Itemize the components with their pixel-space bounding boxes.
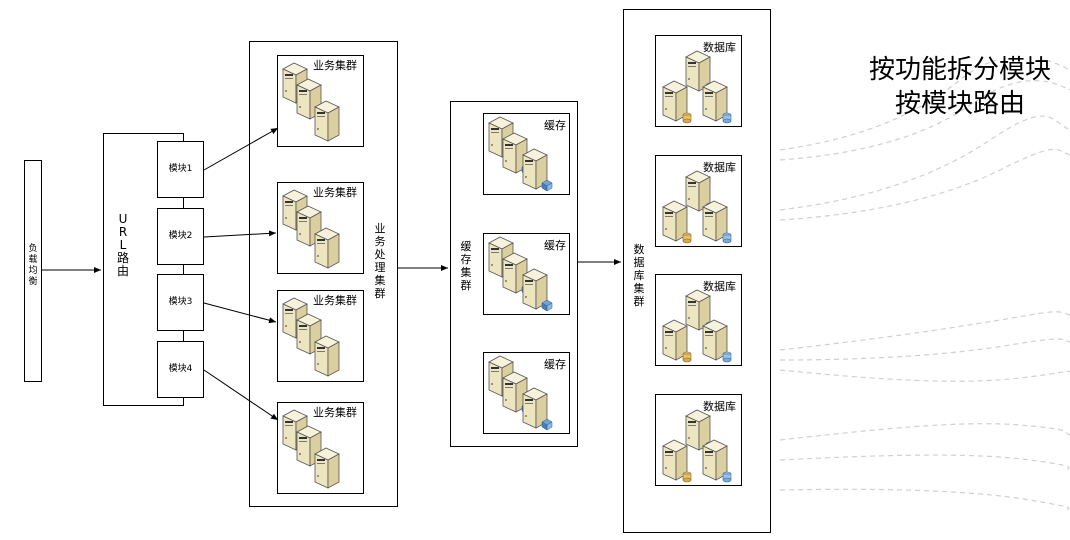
arrow-module1-to-cluster — [203, 127, 279, 171]
server-icon — [312, 446, 346, 496]
module-label-2: 模块2 — [168, 231, 193, 241]
module-box-2 — [157, 208, 204, 265]
load-balancer-label: 负 载 均 衡 — [28, 244, 38, 287]
server-icon — [312, 334, 346, 384]
arrow-module4-to-cluster — [203, 369, 279, 421]
business-cluster-item-label-1: 业务集群 — [313, 59, 357, 72]
decorative-wave-lines — [779, 60, 1070, 511]
server-icon — [520, 386, 554, 436]
database-server-icon — [700, 199, 734, 249]
database-server-icon — [700, 318, 734, 368]
module-label-1: 模块1 — [168, 164, 193, 174]
cache-item-label-3: 缓存 — [544, 358, 566, 371]
server-icon — [312, 99, 346, 149]
database-item-label-4: 数据库 — [703, 400, 736, 413]
load-balancer-box — [24, 160, 42, 382]
server-icon — [294, 312, 328, 362]
server-icon — [520, 267, 554, 317]
business-cluster-item-label-3: 业务集群 — [313, 294, 357, 307]
database-cluster-label: 数 据 库 集 群 — [633, 243, 645, 308]
module-box-1 — [157, 141, 204, 198]
database-item-label-2: 数据库 — [703, 161, 736, 174]
cache-cluster-label: 缓 存 集 群 — [460, 240, 472, 292]
server-icon — [294, 77, 328, 127]
database-server-icon — [700, 438, 734, 488]
module-label-3: 模块3 — [168, 297, 193, 307]
diagram-title-line-2: 按模块路由 — [894, 89, 1025, 119]
business-cluster-item-label-4: 业务集群 — [313, 406, 357, 419]
database-item-label-3: 数据库 — [703, 280, 736, 293]
cache-item-label-1: 缓存 — [544, 119, 566, 132]
arrow-module2-to-cluster — [203, 230, 277, 238]
server-icon — [312, 226, 346, 276]
database-server-icon — [660, 79, 694, 129]
cache-item-label-2: 缓存 — [544, 239, 566, 252]
url-router-label: U R L 路 由 — [116, 212, 129, 278]
module-label-4: 模块4 — [168, 364, 193, 374]
database-server-icon — [660, 199, 694, 249]
database-server-icon — [700, 79, 734, 129]
database-item-label-1: 数据库 — [703, 41, 736, 54]
diagram-title-line-1: 按功能拆分模块 — [868, 55, 1051, 85]
arrow-module3-to-cluster — [203, 302, 277, 324]
module-box-4 — [157, 341, 204, 398]
database-server-icon — [660, 318, 694, 368]
business-cluster-item-label-2: 业务集群 — [313, 186, 357, 199]
business-cluster-label: 业 务 处 理 集 群 — [374, 222, 386, 300]
database-server-icon — [660, 438, 694, 488]
module-box-3 — [157, 274, 204, 331]
server-icon — [520, 147, 554, 197]
